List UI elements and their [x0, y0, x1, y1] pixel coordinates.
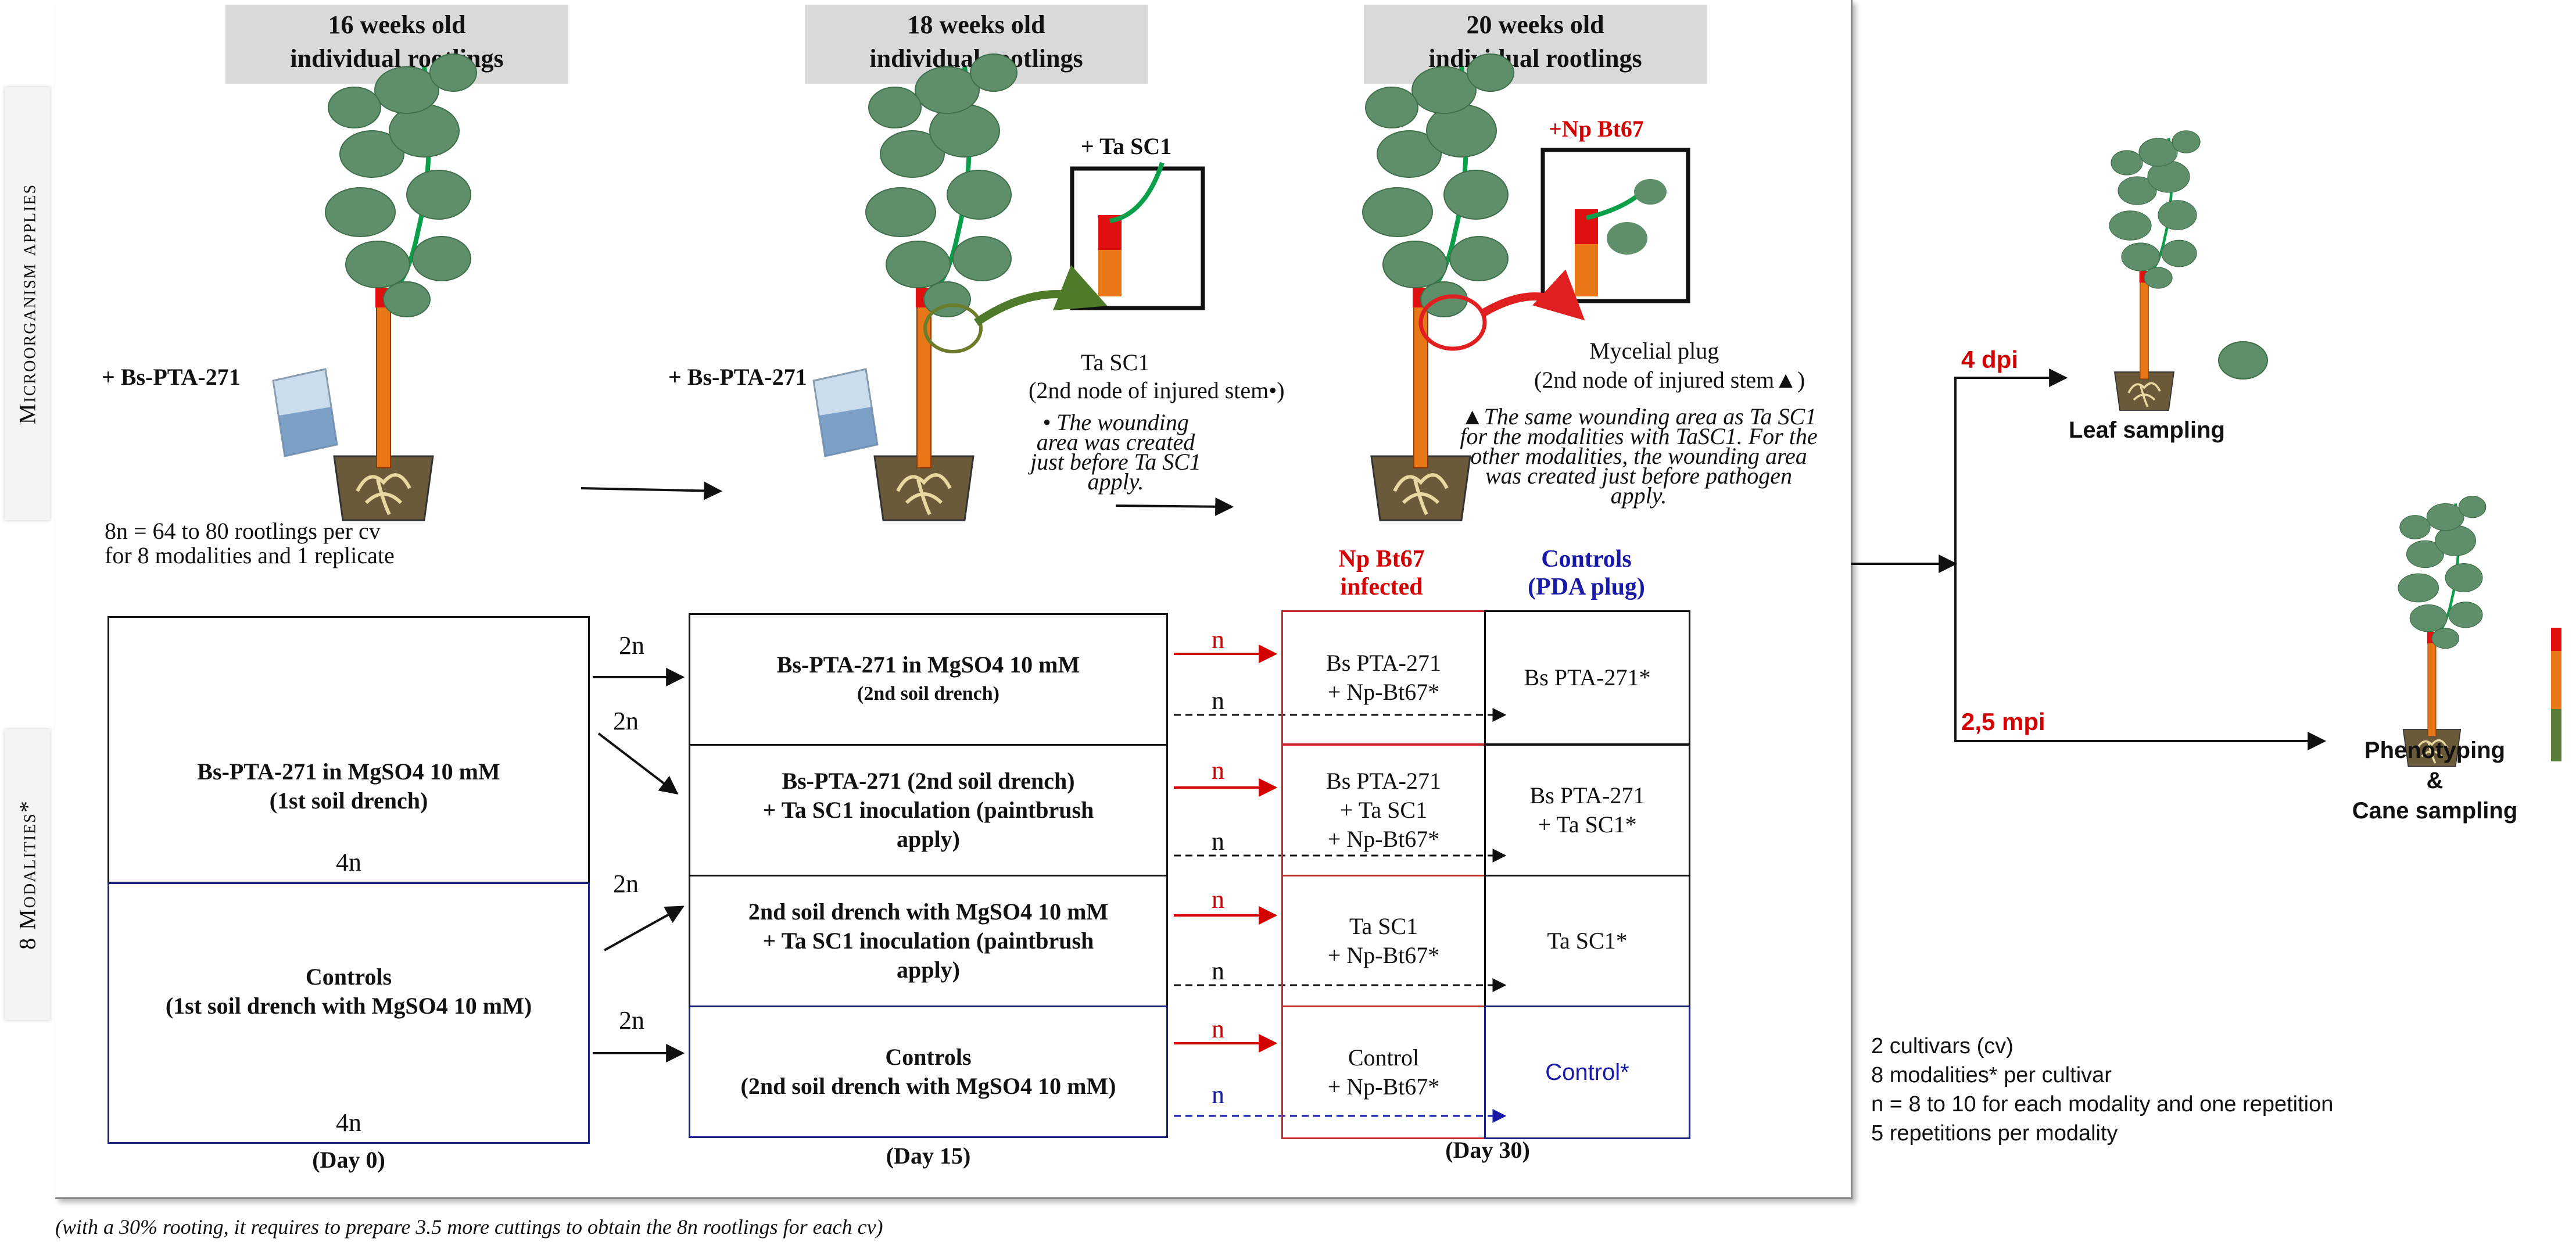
label-ta-sc1: + Ta SC1 — [1081, 133, 1172, 159]
controls-cell-3: Ta SC1* — [1484, 875, 1690, 1007]
label-phenotyping: Phenotyping & Cane sampling — [2352, 738, 2518, 824]
header-20-weeks: 20 weeks old individual rootlings — [1364, 5, 1707, 84]
arrow-label-2n: 2n — [619, 1006, 644, 1035]
controls-cell-1: Bs PTA-271* — [1484, 610, 1690, 745]
plant-illustration — [325, 54, 476, 520]
beaker-icon — [272, 368, 338, 457]
arrow-label-2n: 2n — [613, 707, 639, 735]
infected-header: Np Bt67 infected — [1338, 546, 1425, 600]
arrow-label-n: n — [1212, 625, 1224, 654]
legend-item: 2 cultivars (cv) — [1871, 1034, 2013, 1058]
intro-line-1: 8n = 64 to 80 rootlings per cv — [105, 518, 381, 544]
intro-line-2: for 8 modalities and 1 replicate — [105, 542, 395, 568]
day15-box-4: Controls (2nd soil drench with MgSO4 10 … — [689, 1005, 1168, 1138]
mycelial-caption: Mycelial plug — [1589, 338, 1719, 364]
plant-illustration — [2398, 496, 2486, 767]
controls-cell-2: Bs PTA-271 + Ta SC1* — [1484, 744, 1690, 876]
legend: 2 cultivars (cv) 8 modalities* per culti… — [1871, 1032, 2333, 1148]
day0-bs-box: Bs-PTA-271 in MgSO4 10 mM (1st soil dren… — [108, 616, 590, 883]
infected-cell-4: Control + Np-Bt67* — [1281, 1005, 1486, 1139]
arrow-label-n: n — [1212, 827, 1224, 856]
arrow-label-n: n — [1212, 756, 1224, 785]
day15-box-1: Bs-PTA-271 in MgSO4 10 mM (2nd soil dren… — [689, 613, 1168, 746]
ta-note: • The wounding area was created just bef… — [1030, 409, 1201, 495]
label-bs-pta-2: + Bs-PTA-271 — [668, 364, 807, 390]
arrow-label-n: n — [1212, 1015, 1224, 1043]
day30-label: (Day 30) — [1445, 1137, 1530, 1163]
label-2-5-mpi: 2,5 mpi — [1961, 708, 2045, 735]
ta-caption: Ta SC1 — [1081, 349, 1150, 375]
day15-box-2: Bs-PTA-271 (2nd soil drench) + Ta SC1 in… — [689, 744, 1168, 876]
plant-illustration — [866, 54, 1017, 520]
beaker-icon — [812, 368, 879, 457]
arrow-label-2n: 2n — [619, 631, 644, 660]
arrow-label-n: n — [1212, 686, 1224, 715]
arrow-label-n: n — [1212, 885, 1224, 914]
mycelial-caption-2: (2nd node of injured stem▲) — [1534, 367, 1805, 393]
legend-item: n = 8 to 10 for each modality and one re… — [1871, 1092, 2334, 1117]
label-np-bt67: +Np Bt67 — [1549, 116, 1644, 142]
infected-cell-1: Bs PTA-271 + Np-Bt67* — [1281, 610, 1486, 745]
label-bs-pta-1: + Bs-PTA-271 — [102, 364, 241, 390]
day15-box-3: 2nd soil drench with MgSO4 10 mM + Ta SC… — [689, 875, 1168, 1007]
day0-label: (Day 0) — [312, 1147, 385, 1173]
legend-item: 8 modalities* per cultivar — [1871, 1063, 2112, 1087]
day15-label: (Day 15) — [886, 1143, 971, 1169]
arrow-label-n: n — [1212, 957, 1224, 985]
side-label-modalities: 8 Modalities* — [5, 729, 50, 1020]
side-label-microorganism: Microorganism applies — [5, 87, 50, 520]
legend-item: 5 repetitions per modality — [1871, 1121, 2118, 1146]
footnote: (with a 30% rooting, it requires to prep… — [55, 1215, 883, 1239]
controls-cell-4: Control* — [1484, 1005, 1690, 1139]
arrow-label-n: n — [1212, 1080, 1224, 1109]
arrow-label-2n: 2n — [613, 869, 639, 898]
controls-header: Controls (PDA plug) — [1528, 546, 1645, 600]
ta-caption-2: (2nd node of injured stem•) — [1029, 377, 1285, 403]
infected-cell-2: Bs PTA-271 + Ta SC1 + Np-Bt67* — [1281, 744, 1486, 876]
infected-cell-3: Ta SC1 + Np-Bt67* — [1281, 875, 1486, 1007]
day0-controls-box: Controls (1st soil drench with MgSO4 10 … — [108, 882, 590, 1144]
plant-illustration — [2109, 131, 2200, 410]
label-leaf-sampling: Leaf sampling — [2069, 417, 2225, 443]
mycelial-note: ▲The same wounding area as Ta SC1 for th… — [1460, 403, 1818, 509]
label-4-dpi: 4 dpi — [1961, 346, 2019, 373]
